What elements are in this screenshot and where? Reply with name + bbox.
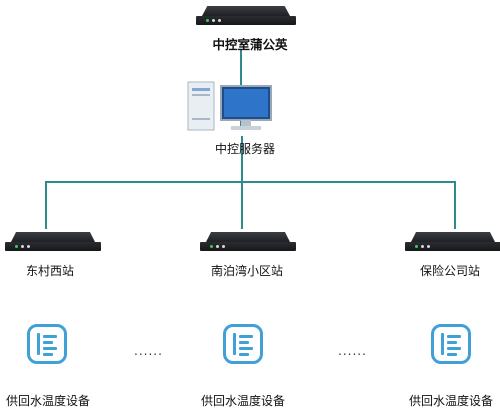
temperature-device-icon-1 [27,324,67,364]
station-router-icon-3 [405,232,500,252]
drop-line-2 [241,181,243,229]
server-label: 中控服务器 [214,142,275,156]
ellipsis-right: ...... [338,344,367,358]
central-router-icon [196,6,296,26]
server-computer-icon [187,81,272,131]
bus-line [45,181,455,183]
device-label-3: 供回水温度设备 [408,394,493,408]
drop-line-1 [45,181,47,229]
ellipsis-left: ...... [134,344,163,358]
trunk-line [241,136,243,182]
drop-line-3 [454,181,456,229]
station-label-1: 东村西站 [25,264,74,278]
station-label-3: 保险公司站 [419,264,480,278]
station-router-icon-2 [200,232,296,252]
station-label-2: 南泊湾小区站 [210,264,283,278]
temperature-device-icon-2 [223,324,263,364]
device-label-2: 供回水温度设备 [200,394,285,408]
central-title: 中控室蒲公英 [212,37,288,52]
station-router-icon-1 [5,232,101,252]
device-label-1: 供回水温度设备 [5,394,90,408]
temperature-device-icon-3 [431,324,471,364]
